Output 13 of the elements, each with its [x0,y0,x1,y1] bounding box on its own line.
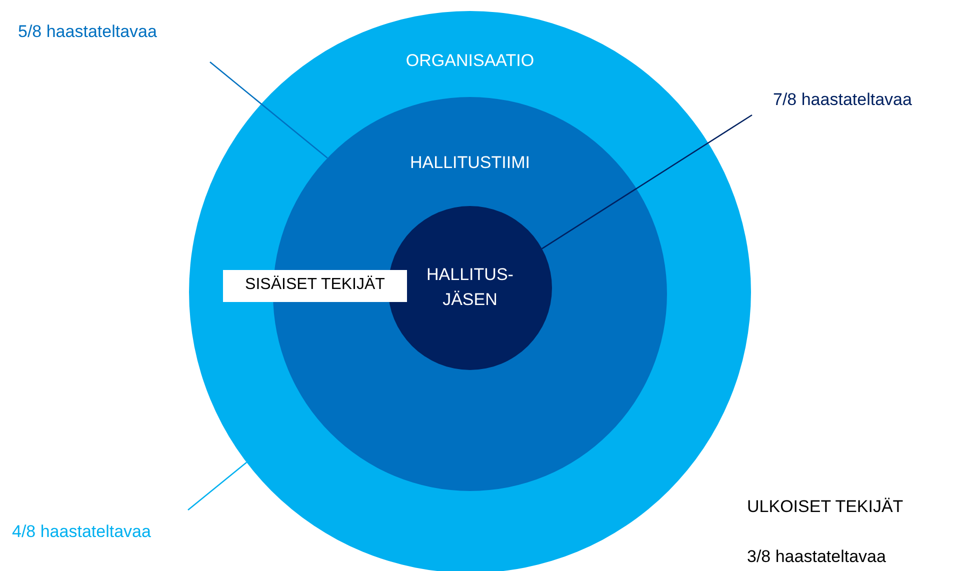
circle-label: HALLITUS- JÄSEN [426,264,514,311]
circle-label: ORGANISAATIO [404,50,536,72]
leader-line [542,114,752,250]
callout-text: 7/8 haastateltavaa [773,90,912,110]
label-box [223,270,407,302]
leader-line [188,462,247,510]
callout-text: 4/8 haastateltavaa [12,522,151,542]
callout-text: 5/8 haastateltavaa [18,22,157,42]
text-label: ULKOISET TEKIJÄT [747,497,904,517]
circle-label: HALLITUSTIIMI [409,152,531,174]
leader-line [210,62,328,159]
box-label: SISÄISET TEKIJÄT [244,276,386,294]
text-label: 3/8 haastateltavaa [747,547,886,567]
